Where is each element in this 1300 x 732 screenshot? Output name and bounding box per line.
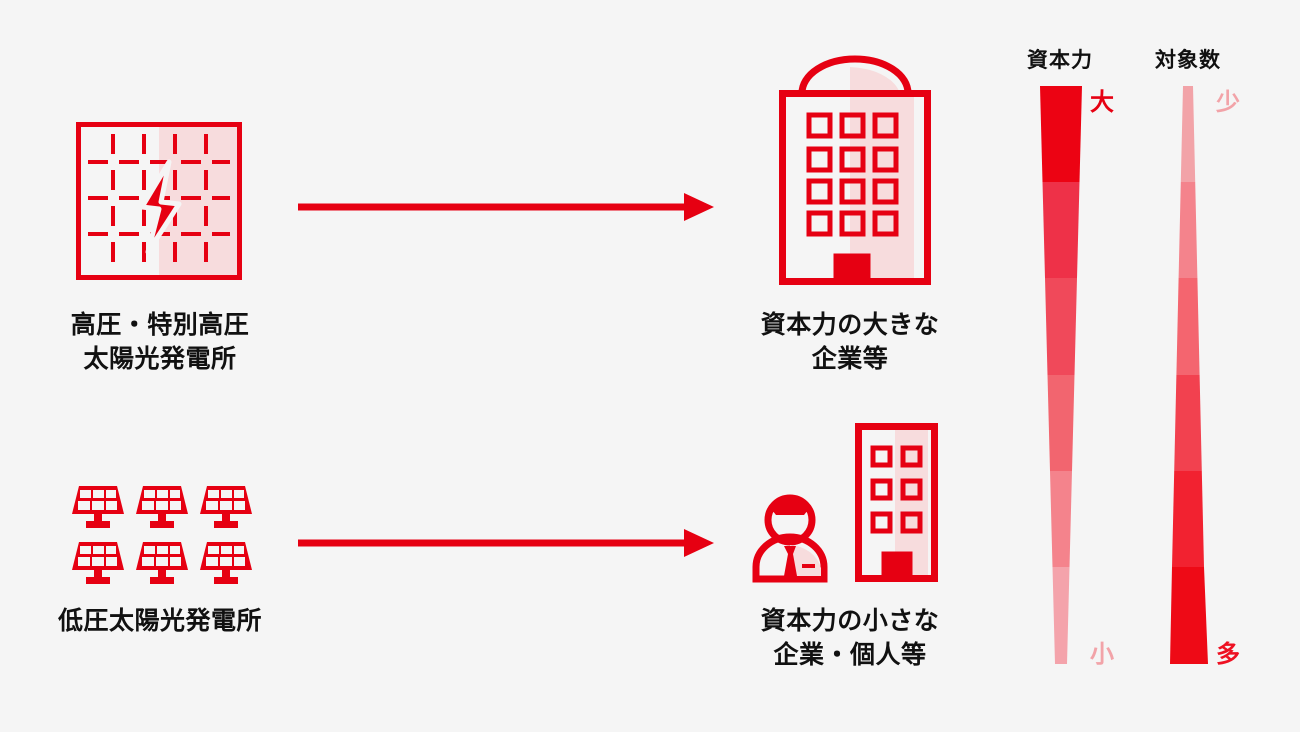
right-arrow-icon-row-1 <box>298 192 714 226</box>
target-label-row-1: 資本力の大きな 企業等 <box>760 310 940 373</box>
source-label-row-1: 高圧・特別高圧 太陽光発電所 <box>70 310 250 373</box>
small-business-person-building-icon <box>752 420 942 589</box>
solar-panel-array-icon <box>68 480 288 594</box>
source-label-row-2: 低圧太陽光発電所 <box>57 606 262 635</box>
gauge-bottom-label-capital-strength: 小 <box>1090 640 1115 668</box>
gauge-bottom-label-target-count: 多 <box>1216 640 1241 668</box>
power-grid-lightning-icon <box>76 122 242 284</box>
gauge-top-label-target-count: 少 <box>1216 88 1241 116</box>
gauge-top-label-capital-strength: 大 <box>1090 88 1115 116</box>
target-count-gauge <box>1164 86 1214 664</box>
gauge-header-target-count: 対象数 <box>1155 48 1221 72</box>
target-label-row-2: 資本力の小さな 企業・個人等 <box>760 606 940 669</box>
large-corporate-building-icon <box>762 55 948 289</box>
right-arrow-icon-row-2 <box>298 528 714 562</box>
gauge-header-capital-strength: 資本力 <box>1027 48 1093 72</box>
capital-strength-gauge <box>1036 86 1086 664</box>
